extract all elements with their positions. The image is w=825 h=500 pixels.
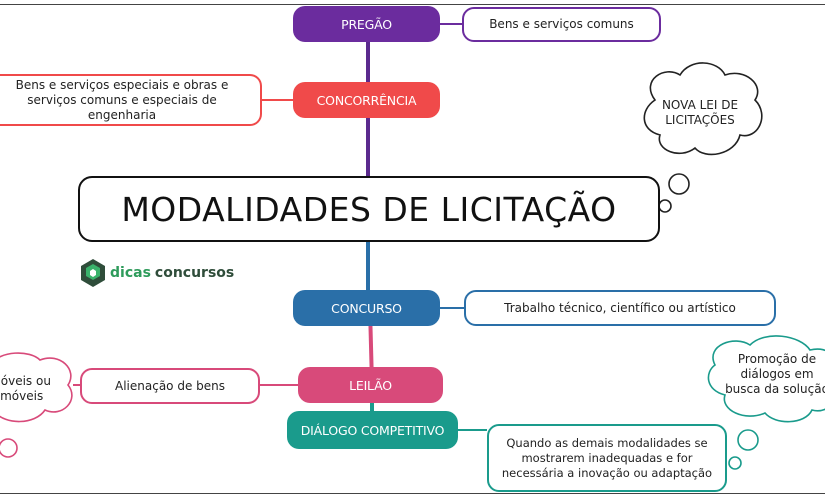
desc-pregao: Bens e serviços comuns (462, 7, 661, 42)
cloud-shape-left (0, 352, 73, 458)
cloud-note: NOVA LEI DE LICITAÇÕES (661, 98, 739, 127)
note-dialogo-competitivo: Promoção de diálogos em busca da solução (725, 352, 825, 396)
branch-pregao: PREGÃO (293, 6, 440, 42)
desc-concorrencia: Bens e serviços especiais e obras e serv… (0, 74, 262, 126)
branch-concurso: CONCURSO (293, 290, 440, 326)
cloud-shape-right (707, 335, 825, 470)
main-title: MODALIDADES DE LICITAÇÃO (78, 176, 660, 242)
branch-concorrencia: CONCORRÊNCIA (293, 82, 440, 118)
logo-text-concursos: concursos (154, 265, 235, 281)
desc-concurso: Trabalho técnico, científico ou artístic… (464, 290, 776, 326)
page-frame (0, 4, 825, 494)
logo-text-dicas: dicas (110, 265, 151, 281)
note-leilao: móveis ou imóveis (0, 374, 51, 403)
logo: dicas concursos (80, 258, 234, 288)
branch-dialogo-competitivo: DIÁLOGO COMPETITIVO (287, 411, 458, 449)
desc-dialogo-competitivo: Quando as demais modalidades se mostrare… (487, 424, 727, 492)
branch-leilao: LEILÃO (298, 367, 443, 403)
logo-icon (81, 259, 105, 287)
desc-leilao: Alienação de bens (80, 368, 260, 404)
cloud-shape (643, 62, 763, 213)
